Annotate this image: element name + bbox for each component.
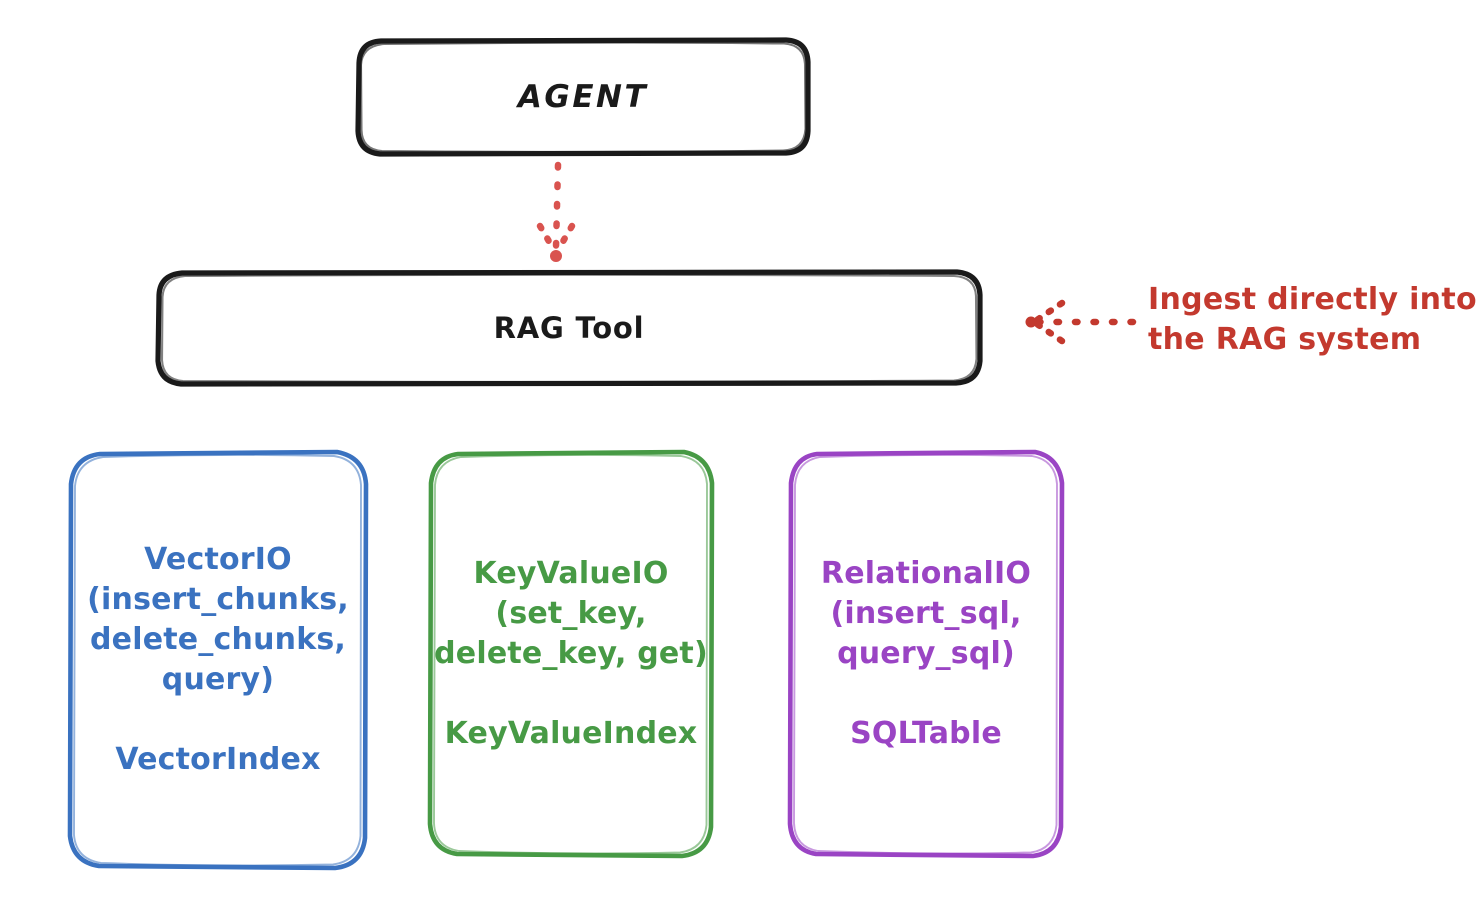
ingest-annotation-text: Ingest directly into the RAG system — [1148, 282, 1477, 357]
vector-io-node-label: VectorIO (insert_chunks, delete_chunks, … — [87, 542, 349, 777]
agent-to-rag-connector — [536, 161, 576, 262]
rag-tool-box-shape — [155, 269, 983, 387]
key-value-io-node[interactable]: KeyValueIO (set_key, delete_key, get) Ke… — [430, 452, 712, 856]
key-value-io-node-label: KeyValueIO (set_key, delete_key, get) Ke… — [434, 556, 708, 751]
relational-io-box-shape — [787, 449, 1065, 859]
rag-tool-node-label: RAG Tool — [493, 310, 645, 345]
vector-io-node[interactable]: VectorIO (insert_chunks, delete_chunks, … — [70, 452, 366, 868]
agent-box-shape — [355, 37, 811, 157]
ingest-arrow-connector — [1025, 299, 1137, 345]
ingest-annotation: Ingest directly into the RAG system — [1148, 280, 1478, 359]
agent-node-label: AGENT — [517, 78, 649, 115]
vector-io-box-shape — [67, 449, 369, 871]
rag-tool-node[interactable]: RAG Tool — [158, 272, 980, 384]
key-value-io-box-shape — [427, 449, 715, 859]
relational-io-node[interactable]: RelationalIO (insert_sql, query_sql) SQL… — [790, 452, 1062, 856]
relational-io-node-label: RelationalIO (insert_sql, query_sql) SQL… — [820, 556, 1032, 751]
agent-node[interactable]: AGENT — [358, 40, 808, 154]
